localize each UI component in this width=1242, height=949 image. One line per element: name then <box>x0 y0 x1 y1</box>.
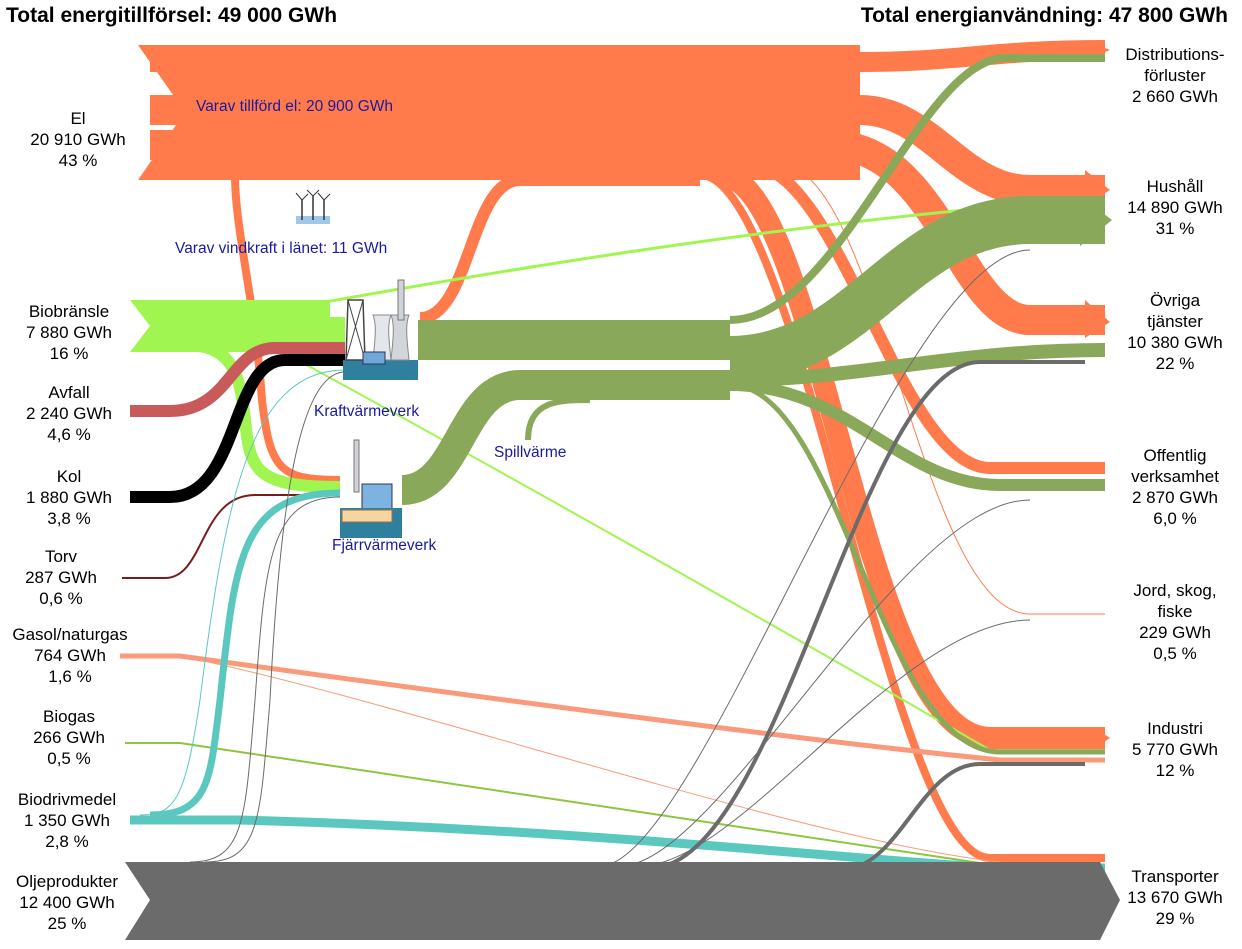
oil-to-industri <box>839 762 1085 872</box>
heat-to-offentlig <box>729 379 1105 491</box>
district-heating-label: Fjärrvärmeverk <box>332 537 437 554</box>
avfall-flow <box>130 342 345 417</box>
wind-note: Varav vindkraft i länet: 11 GWh <box>175 240 388 257</box>
oil-to-offentlig <box>619 499 1031 867</box>
biogas-flow <box>125 742 1105 867</box>
bio-to-fjarrvarme <box>184 339 341 493</box>
use-total-title: Total energianvändning: 47 800 GWh <box>860 4 1228 27</box>
fuel-flows <box>122 342 345 579</box>
gasol-to-transport <box>179 655 1001 863</box>
gasol-flow <box>120 653 1105 763</box>
wind-turbine-icon <box>295 189 331 224</box>
el-from-chp <box>419 174 700 324</box>
oil-source-arrow <box>125 862 1120 940</box>
chp-label: Kraftvärmeverk <box>314 403 420 420</box>
oil-to-fjv <box>189 496 341 863</box>
heat-fjv-main <box>400 370 730 505</box>
el-to-transport <box>699 171 1105 862</box>
oil-to-jord <box>639 619 1031 867</box>
el-to-offentlig <box>749 159 1105 474</box>
heat-dest-arrow-hushall <box>1080 196 1112 246</box>
kol-flow <box>130 354 345 503</box>
supply-total-title: Total energitillförsel: 49 000 GWh <box>6 4 338 27</box>
heat-to-ovriga <box>729 343 1106 387</box>
el-dest-arrow-ovriga <box>1085 300 1110 338</box>
el-to-fjarrvarme <box>231 174 341 484</box>
spillvarme <box>525 397 591 441</box>
chp-plant-icon <box>343 279 418 380</box>
waste-heat-label: Spillvärme <box>494 444 567 461</box>
el-dest-arrow-industri <box>1095 728 1110 748</box>
district-heating-plant-icon <box>340 439 402 538</box>
oil-to-ovriga <box>649 360 1085 870</box>
torv-flow <box>122 494 340 579</box>
el-supplied-note: Varav tillförd el: 20 900 GWh <box>196 98 393 115</box>
el-to-jord <box>779 164 1105 615</box>
oil-flows <box>125 249 1120 940</box>
el-to-distribution <box>150 40 1106 72</box>
biodrivmedel-to-chp <box>139 369 346 816</box>
heat-to-industri <box>729 382 1105 755</box>
el-to-hushall <box>150 95 1105 205</box>
biodrivmedel-flows <box>130 369 1105 873</box>
heat-flows <box>400 54 1112 755</box>
el-source-arrow <box>138 45 860 180</box>
el-to-industri <box>718 164 1105 749</box>
heat-to-hushall <box>729 196 1105 384</box>
oil-to-hushall <box>599 249 1031 867</box>
heat-to-distribution <box>729 54 1105 324</box>
biodrivmedel-to-fjv <box>149 489 341 819</box>
gas-flows <box>120 653 1105 867</box>
oil-to-chp <box>204 371 346 863</box>
bio-to-industri <box>269 344 1105 751</box>
